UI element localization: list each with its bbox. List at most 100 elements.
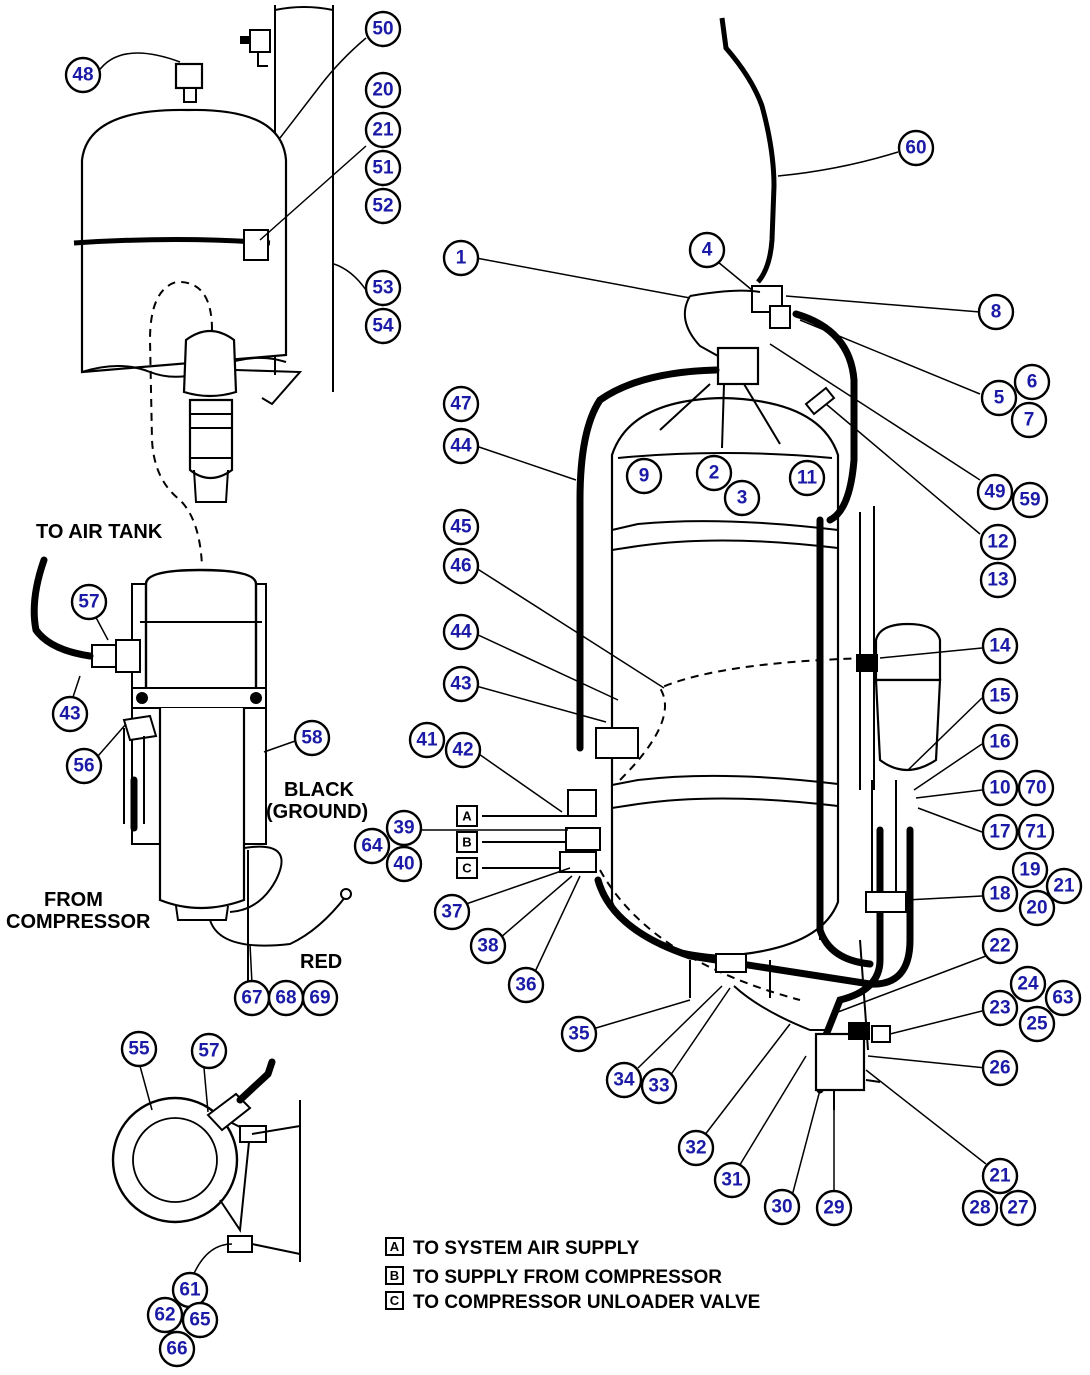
svg-text:20: 20 — [1026, 898, 1047, 919]
callout: 63 — [1044, 979, 1082, 1017]
svg-text:51: 51 — [372, 158, 394, 179]
svg-text:33: 33 — [648, 1076, 669, 1097]
svg-text:32: 32 — [685, 1138, 706, 1159]
svg-text:64: 64 — [361, 836, 383, 857]
svg-text:45: 45 — [450, 517, 472, 538]
svg-text:9: 9 — [639, 466, 650, 487]
svg-text:69: 69 — [309, 988, 330, 1009]
label-from-compressor-1: FROM — [44, 889, 103, 911]
leader-lines — [71, 37, 987, 1279]
callout: 36 — [507, 966, 545, 1004]
callout: 33 — [640, 1067, 678, 1105]
svg-text:48: 48 — [72, 65, 93, 86]
callout: 65 — [181, 1301, 219, 1339]
callout: 21 — [364, 111, 402, 149]
svg-text:26: 26 — [989, 1058, 1010, 1079]
callout: 13 — [979, 561, 1017, 599]
callout: 56 — [65, 747, 103, 785]
callout: 21 — [1045, 867, 1083, 905]
callout: 18 — [981, 875, 1019, 913]
svg-text:4: 4 — [702, 240, 713, 261]
callout: 69 — [301, 979, 339, 1017]
legend-letter-a: A — [390, 1239, 400, 1254]
svg-text:31: 31 — [721, 1170, 743, 1191]
callout: 59 — [1011, 481, 1049, 519]
svg-text:50: 50 — [372, 19, 393, 40]
svg-text:17: 17 — [989, 822, 1010, 843]
callout: 10 — [981, 769, 1019, 807]
callout: 53 — [364, 269, 402, 307]
callout: 57 — [70, 583, 108, 621]
callout: 20 — [1018, 889, 1056, 927]
svg-text:27: 27 — [1007, 1198, 1028, 1219]
svg-text:21: 21 — [1053, 876, 1075, 897]
svg-text:38: 38 — [477, 936, 498, 957]
svg-text:2: 2 — [709, 463, 720, 484]
legend-text-c: TO COMPRESSOR UNLOADER VALVE — [413, 1292, 760, 1313]
callout: 49 — [976, 473, 1014, 511]
callout: 22 — [981, 927, 1019, 965]
label-to-air-tank: TO AIR TANK — [36, 521, 163, 543]
svg-text:56: 56 — [73, 756, 94, 777]
dryer-top-view-detail — [111, 1058, 301, 1262]
callout: 51 — [364, 149, 402, 187]
callout: 35 — [560, 1015, 598, 1053]
svg-text:15: 15 — [989, 686, 1011, 707]
svg-text:59: 59 — [1019, 490, 1040, 511]
callout: 52 — [364, 187, 402, 225]
svg-text:71: 71 — [1025, 822, 1047, 843]
side-box-c: C — [462, 861, 472, 876]
callout: 3 — [723, 479, 761, 517]
svg-text:65: 65 — [189, 1310, 211, 1331]
callout: 17 — [981, 813, 1019, 851]
svg-text:54: 54 — [372, 316, 394, 337]
svg-text:8: 8 — [991, 302, 1002, 323]
svg-text:60: 60 — [905, 138, 926, 159]
svg-text:11: 11 — [797, 468, 818, 489]
side-box-a: A — [462, 809, 472, 824]
callout: 4 — [688, 231, 726, 269]
svg-text:22: 22 — [989, 936, 1010, 957]
svg-text:49: 49 — [984, 482, 1005, 503]
callout: 55 — [120, 1030, 158, 1068]
svg-text:3: 3 — [737, 488, 748, 509]
svg-text:29: 29 — [823, 1198, 844, 1219]
callout: 67 — [233, 979, 271, 1017]
svg-text:52: 52 — [372, 196, 393, 217]
svg-text:70: 70 — [1025, 778, 1046, 799]
label-red: RED — [300, 951, 342, 973]
callout: 42 — [444, 731, 482, 769]
svg-text:24: 24 — [1017, 974, 1039, 995]
svg-text:21: 21 — [989, 1166, 1011, 1187]
svg-text:30: 30 — [771, 1197, 792, 1218]
svg-text:43: 43 — [450, 674, 471, 695]
callout: 37 — [433, 893, 471, 931]
svg-text:37: 37 — [441, 902, 462, 923]
svg-text:47: 47 — [450, 394, 471, 415]
svg-text:68: 68 — [275, 988, 296, 1009]
svg-text:41: 41 — [416, 730, 438, 751]
callout: 34 — [605, 1061, 643, 1099]
callout: 19 — [1011, 851, 1049, 889]
label-from-compressor-2: COMPRESSOR — [6, 911, 151, 933]
legend-letter-b: B — [390, 1268, 399, 1283]
svg-text:55: 55 — [128, 1039, 150, 1060]
callout: 2 — [695, 454, 733, 492]
svg-text:28: 28 — [969, 1198, 990, 1219]
callout: 5 — [980, 379, 1018, 417]
label-ground: (GROUND) — [266, 801, 368, 823]
callout: 62 — [146, 1296, 184, 1334]
svg-text:7: 7 — [1024, 410, 1035, 431]
legend-text-b: TO SUPPLY FROM COMPRESSOR — [413, 1267, 722, 1288]
svg-text:63: 63 — [1052, 988, 1073, 1009]
svg-text:16: 16 — [989, 732, 1010, 753]
callout: 6 — [1013, 363, 1051, 401]
callout: 44 — [442, 427, 480, 465]
callout: 20 — [364, 71, 402, 109]
side-box-b: B — [462, 835, 471, 850]
callout: 26 — [981, 1049, 1019, 1087]
callout: 21 — [981, 1157, 1019, 1195]
svg-text:36: 36 — [515, 975, 536, 996]
svg-text:1: 1 — [456, 248, 467, 269]
